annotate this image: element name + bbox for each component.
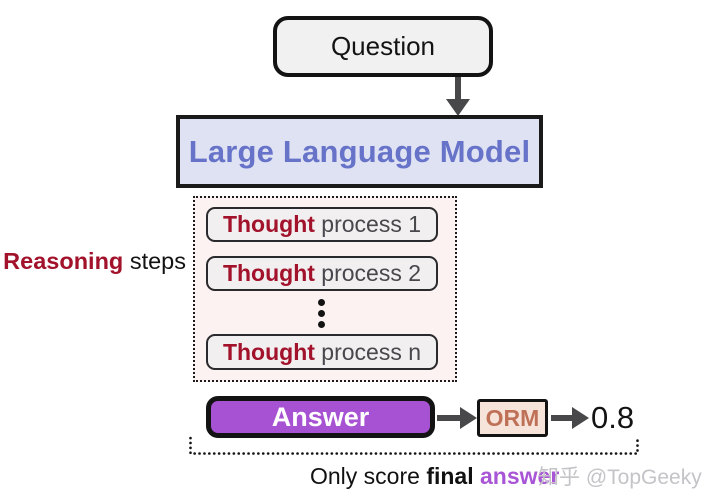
vertical-ellipsis-icon: [318, 299, 325, 328]
thought-step-n: Thought process n: [206, 334, 438, 370]
thought-step-1-bold: Thought: [222, 211, 315, 237]
thought-step-2: Thought process 2: [206, 256, 438, 291]
reasoning-steps-label: Reasoning steps: [3, 248, 186, 275]
answer-node: Answer: [206, 396, 435, 438]
caption: Only score final answer: [310, 463, 559, 490]
reasoning-label-rest: steps: [123, 248, 186, 274]
question-label: Question: [330, 31, 436, 61]
reasoning-label-bold: Reasoning: [3, 248, 124, 274]
thought-step-1: Thought process 1: [206, 207, 438, 242]
thought-step-1-rest: process 1: [314, 211, 422, 237]
llm-node: Large Language Model: [176, 115, 543, 188]
arrow-right-icon-answer-orm: [437, 407, 477, 429]
thought-step-2-bold: Thought: [222, 260, 315, 286]
caption-accent: answer: [473, 463, 560, 489]
score-value: 0.8: [591, 400, 635, 435]
question-node: Question: [273, 16, 493, 77]
orm-node: ORM: [477, 399, 548, 437]
llm-label: Large Language Model: [188, 133, 531, 169]
arrow-right-icon-orm-score: [551, 407, 589, 429]
caption-bold: final: [426, 463, 474, 489]
arrow-down-icon: [446, 77, 470, 116]
thought-step-n-rest: process n: [314, 338, 422, 365]
orm-label: ORM: [485, 404, 540, 431]
dotted-bracket-icon: [189, 436, 639, 455]
watermark: 知乎 @TopGeeky: [538, 466, 702, 489]
caption-lead: Only score: [310, 463, 427, 489]
thought-step-2-rest: process 2: [314, 260, 422, 286]
answer-label: Answer: [271, 401, 370, 432]
thought-step-n-bold: Thought: [222, 338, 315, 365]
